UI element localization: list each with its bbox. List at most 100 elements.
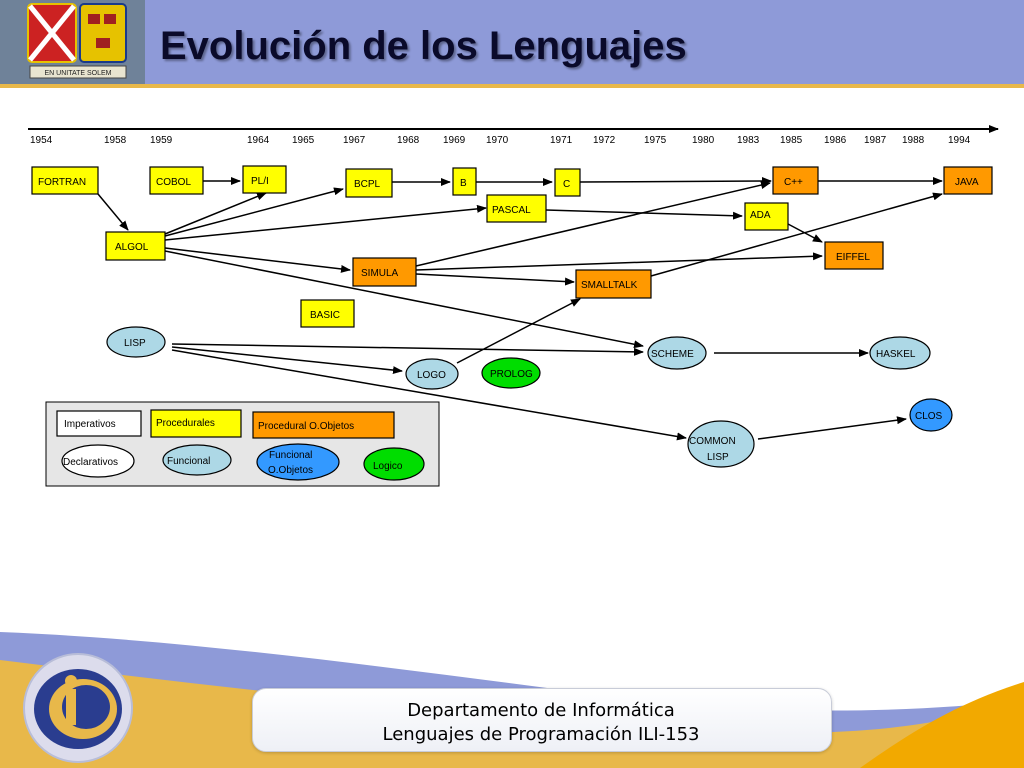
arrow-lisp-common-lisp bbox=[171, 349, 687, 441]
legend-declarativos-label: Declarativos bbox=[63, 457, 118, 468]
arrow-lisp-scheme bbox=[171, 343, 644, 356]
timeline-year-1958: 1958 bbox=[104, 135, 127, 146]
timeline-year-1994: 1994 bbox=[948, 135, 971, 146]
arrow-c-cpp bbox=[579, 177, 772, 186]
node-cobol bbox=[149, 166, 204, 195]
university-logo: EN UNITATE SOLEM bbox=[0, 0, 145, 84]
legend-funcional-label: Funcional bbox=[167, 456, 210, 467]
legend-procedural-oo-swatch bbox=[252, 411, 395, 439]
label-eiffel: EIFFEL bbox=[836, 252, 870, 263]
label-common-lisp-line1: COMMON bbox=[689, 436, 736, 447]
label-cobol: COBOL bbox=[156, 177, 191, 188]
label-common-lisp-line2: LISP bbox=[707, 452, 729, 463]
arrow-simula-eiffel bbox=[415, 252, 823, 271]
label-ada: ADA bbox=[750, 210, 771, 221]
arrow-algol-pascal bbox=[164, 204, 487, 241]
footer-department: Departamento de Informática bbox=[407, 700, 675, 721]
node-common-lisp bbox=[687, 420, 755, 468]
label-smalltalk: SMALLTALK bbox=[581, 280, 638, 291]
timeline-year-1988: 1988 bbox=[902, 135, 925, 146]
arrow-algol-scheme bbox=[164, 250, 644, 349]
node-lisp bbox=[106, 326, 166, 358]
arrow-algol-bcpl bbox=[164, 187, 344, 237]
footer-course: Lenguajes de Programación ILI-153 bbox=[382, 724, 700, 745]
label-pli: PL/I bbox=[251, 176, 269, 187]
node-smalltalk bbox=[575, 269, 652, 299]
arrow-logo-smalltalk bbox=[456, 298, 581, 364]
timeline-year-1971: 1971 bbox=[550, 135, 573, 146]
label-lisp: LISP bbox=[124, 338, 146, 349]
department-logo bbox=[23, 653, 133, 763]
label-algol: ALGOL bbox=[115, 242, 149, 253]
timeline-year-1985: 1985 bbox=[780, 135, 803, 146]
timeline-year-1959: 1959 bbox=[150, 135, 173, 146]
label-cpp: C++ bbox=[784, 177, 803, 188]
label-simula: SIMULA bbox=[361, 268, 399, 279]
node-eiffel bbox=[824, 241, 884, 270]
label-clos: CLOS bbox=[915, 411, 943, 422]
header-band bbox=[0, 0, 1024, 84]
arrow-simula-smalltalk bbox=[415, 273, 575, 286]
seal-motto: EN UNITATE SOLEM bbox=[44, 70, 111, 77]
label-pascal: PASCAL bbox=[492, 205, 531, 216]
legend-funcional-swatch bbox=[162, 444, 232, 476]
arrow-algol-pli bbox=[164, 192, 267, 235]
node-c bbox=[554, 168, 581, 197]
node-fortran bbox=[31, 166, 99, 195]
node-b bbox=[452, 167, 477, 196]
node-clos bbox=[909, 398, 953, 432]
node-haskel bbox=[869, 336, 931, 370]
timeline-year-1987: 1987 bbox=[864, 135, 887, 146]
label-c: C bbox=[563, 179, 570, 190]
timeline-year-1972: 1972 bbox=[593, 135, 616, 146]
label-java: JAVA bbox=[955, 177, 979, 188]
timeline-year-1965: 1965 bbox=[292, 135, 315, 146]
node-algol bbox=[105, 231, 166, 261]
legend-procedurales-swatch bbox=[150, 409, 242, 438]
legend-logico-label: Logico bbox=[373, 461, 403, 472]
arrow-fortran-algol bbox=[97, 193, 129, 231]
arrow-simula-cpp bbox=[415, 181, 771, 267]
label-fortran: FORTRAN bbox=[38, 177, 86, 188]
arrow-common-lisp-clos bbox=[757, 416, 907, 440]
node-scheme bbox=[647, 336, 707, 370]
label-haskel: HASKEL bbox=[876, 349, 916, 360]
legend-imperativos-label: Imperativos bbox=[64, 419, 116, 430]
timeline-year-1954: 1954 bbox=[30, 135, 53, 146]
node-cpp bbox=[772, 166, 819, 195]
node-simula bbox=[352, 257, 417, 287]
label-b: B bbox=[460, 178, 467, 189]
legend-logico-swatch bbox=[363, 447, 425, 481]
legend-funcional-oo-label-line1: Funcional bbox=[269, 450, 312, 461]
node-pascal bbox=[486, 194, 547, 223]
node-java bbox=[943, 166, 993, 195]
timeline-year-1980: 1980 bbox=[692, 135, 715, 146]
timeline-year-1970: 1970 bbox=[486, 135, 509, 146]
footer-swoosh-gold-right bbox=[860, 682, 1024, 768]
legend: Imperativos Procedurales Procedural O.Ob… bbox=[45, 401, 440, 487]
label-bcpl: BCPL bbox=[354, 179, 381, 190]
timeline-year-1986: 1986 bbox=[824, 135, 847, 146]
page-title: Evolución de los Lenguajes bbox=[160, 24, 687, 68]
legend-imperativos-swatch bbox=[56, 410, 142, 437]
timeline-year-1967: 1967 bbox=[343, 135, 366, 146]
node-bcpl bbox=[345, 168, 393, 198]
legend-funcional-oo-label-line2: O.Objetos bbox=[268, 465, 313, 476]
legend-funcional-oo-swatch bbox=[256, 443, 340, 481]
footer-box bbox=[252, 688, 832, 752]
header-divider bbox=[0, 84, 1024, 88]
arrow-lisp-logo bbox=[171, 346, 403, 375]
node-prolog bbox=[481, 357, 541, 389]
legend-procedurales-label: Procedurales bbox=[156, 418, 215, 429]
legend-procedural-oo-label: Procedural O.Objetos bbox=[258, 421, 354, 432]
timeline-year-1968: 1968 bbox=[397, 135, 420, 146]
label-logo: LOGO bbox=[417, 370, 446, 381]
timeline-year-1964: 1964 bbox=[247, 135, 270, 146]
legend-declarativos-swatch bbox=[61, 444, 135, 478]
arrow-algol-simula bbox=[164, 247, 351, 273]
arrow-smalltalk-java bbox=[650, 192, 943, 277]
node-pli bbox=[242, 165, 287, 194]
label-basic: BASIC bbox=[310, 310, 340, 321]
